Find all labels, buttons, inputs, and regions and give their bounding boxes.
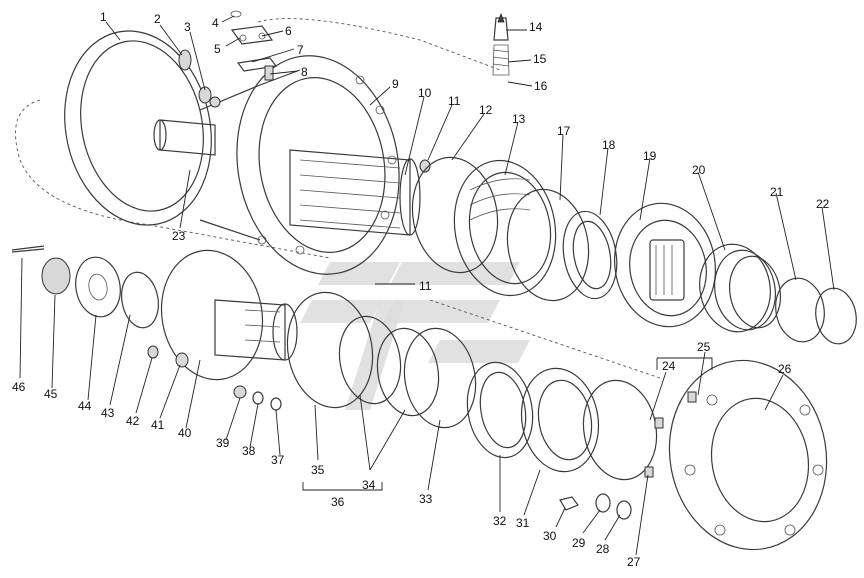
callout-34: 34: [362, 478, 376, 492]
callout-labels: 1 2 3 4 5 6 7 8 9 10 11 11 12 13 14 15 1…: [12, 10, 830, 569]
callout-8: 8: [301, 65, 308, 79]
callout-16: 16: [534, 79, 548, 93]
callout-26: 26: [778, 362, 792, 376]
callout-20: 20: [692, 163, 706, 177]
callout-36: 36: [331, 495, 345, 509]
callout-2: 2: [154, 12, 161, 26]
callout-41: 41: [151, 418, 165, 432]
callout-10: 10: [418, 86, 432, 100]
callout-27: 27: [627, 555, 641, 569]
callout-24: 24: [662, 359, 676, 373]
callout-9: 9: [392, 77, 399, 91]
callout-1: 1: [100, 10, 107, 24]
part-1-ring: [64, 30, 212, 226]
callout-23: 23: [172, 229, 186, 243]
callout-19: 19: [643, 149, 657, 163]
callout-12: 12: [479, 103, 493, 117]
callout-39: 39: [216, 436, 230, 450]
callout-25: 25: [697, 340, 711, 354]
small-hardware: [11, 245, 632, 520]
callout-29: 29: [572, 536, 586, 550]
callout-7: 7: [297, 43, 304, 57]
callout-42: 42: [126, 414, 140, 428]
part-10-splined-shaft: [153, 119, 421, 236]
axis-line-left: [15, 99, 331, 259]
callout-37: 37: [271, 453, 285, 467]
callout-38: 38: [242, 444, 256, 458]
callout-13: 13: [512, 112, 526, 126]
callout-11a: 11: [448, 94, 461, 108]
callout-31: 31: [516, 516, 530, 530]
callout-28: 28: [596, 542, 610, 556]
callout-15: 15: [533, 52, 547, 66]
part-9-housing: [199, 55, 400, 275]
parts-33-36-seals: [286, 291, 477, 429]
callout-4: 4: [212, 16, 219, 30]
callout-40: 40: [178, 426, 192, 440]
callout-35: 35: [311, 463, 325, 477]
callout-3: 3: [184, 20, 191, 34]
callout-21: 21: [770, 185, 784, 199]
part-40-hub: [160, 249, 298, 381]
callout-44: 44: [78, 399, 92, 413]
callout-5: 5: [214, 42, 221, 56]
watermark-logo: [300, 262, 530, 410]
parts-11-13-seals: [411, 156, 557, 297]
callout-30: 30: [543, 529, 557, 543]
callout-22: 22: [816, 197, 830, 211]
axis-line-mid: [429, 299, 661, 379]
axis-line-top: [257, 18, 501, 71]
callout-32: 32: [493, 514, 507, 528]
parts-17-18-rings: [506, 188, 618, 302]
callout-14: 14: [529, 20, 543, 34]
callout-46: 46: [12, 380, 26, 394]
callout-33: 33: [419, 492, 433, 506]
part-14-16-valve: [492, 12, 510, 76]
callout-6: 6: [285, 24, 292, 38]
callout-11b: 11: [419, 279, 432, 293]
parts-21-22-snap-rings: [775, 277, 857, 345]
part-26-flange: [644, 359, 828, 551]
callout-17: 17: [557, 124, 571, 138]
part-20-bearing: [699, 243, 782, 333]
callout-18: 18: [602, 138, 616, 152]
parts-31-32-bearings: [466, 361, 600, 473]
part-19-gear: [613, 202, 717, 328]
leader-lines: [19, 15, 835, 556]
callout-45: 45: [44, 387, 58, 401]
callout-43: 43: [101, 406, 115, 420]
